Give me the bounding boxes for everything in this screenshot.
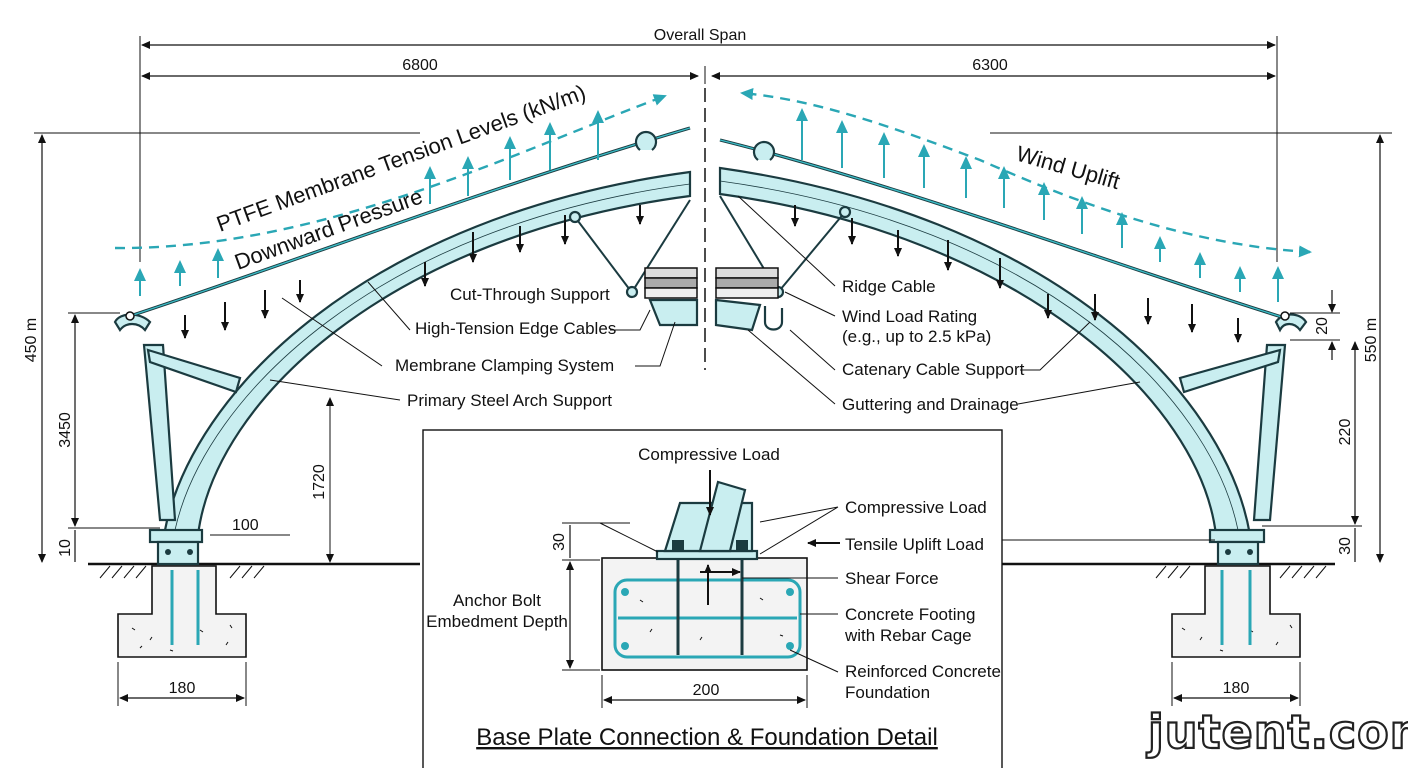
detail-tensile: Tensile Uplift Load — [845, 535, 984, 554]
primary-arch-label: Primary Steel Arch Support — [407, 391, 612, 410]
wind-rating-label-2: (e.g., up to 2.5 kPa) — [842, 327, 991, 346]
guttering-label: Guttering and Drainage — [842, 395, 1019, 414]
detail-compressive-right: Compressive Load — [845, 498, 987, 517]
left-span-dimension: 6800 — [141, 57, 706, 84]
overall-span-dimension: Overall Span — [139, 27, 1278, 262]
left-cut-through-section — [644, 267, 699, 327]
ground-line — [88, 562, 1335, 579]
detail-foundation-1: Reinforced Concrete — [845, 662, 1001, 681]
right-top-label: 20 — [1314, 317, 1331, 335]
detail-plate-dimension: 30 — [551, 533, 568, 551]
right-height-dimensions: 550 m 20 220 30 — [990, 132, 1392, 563]
detail-width-dimension: 200 — [693, 682, 720, 699]
cut-through-label: Cut-Through Support — [450, 285, 610, 304]
inner-height-label: 1720 — [311, 464, 328, 500]
detail-anchor-2: Embedment Depth — [426, 612, 568, 631]
left-footing-label: 180 — [169, 680, 196, 697]
right-column-label: 220 — [1337, 419, 1354, 446]
left-callouts: Cut-Through Support High-Tension Edge Ca… — [269, 281, 676, 410]
detail-footing-2: with Rebar Cage — [844, 626, 972, 645]
right-span-label: 6300 — [972, 57, 1008, 74]
left-edge-cable — [125, 126, 691, 321]
tension-level-curves — [114, 88, 1312, 258]
left-catenary-support — [568, 199, 691, 299]
clamping-label: Membrane Clamping System — [395, 356, 614, 375]
right-footing: 180 — [1171, 565, 1301, 706]
right-footing-label: 180 — [1223, 680, 1250, 697]
detail-anchor-1: Anchor Bolt — [453, 591, 541, 610]
right-base-label: 30 — [1337, 537, 1354, 555]
detail-compressive-top: Compressive Load — [638, 445, 780, 464]
right-height-label: 550 m — [1363, 318, 1380, 362]
catenary-label: Catenary Cable Support — [842, 360, 1025, 379]
right-edge-cable — [719, 138, 1290, 321]
left-height-dimensions: 450 m 3450 10 100 1720 — [23, 132, 420, 563]
right-column-strut — [1178, 313, 1308, 566]
ridge-cable-label: Ridge Cable — [842, 277, 936, 296]
right-span-dimension: 6300 — [711, 57, 1276, 80]
right-callouts: Ridge Cable Wind Load Rating (e.g., up t… — [737, 195, 1141, 414]
wind-rating-label-1: Wind Load Rating — [842, 307, 977, 326]
detail-footing-1: Concrete Footing — [845, 605, 975, 624]
overall-span-label: Overall Span — [654, 27, 747, 44]
left-uplift-arrows — [134, 110, 604, 296]
wind-uplift-label: Wind Uplift — [1014, 141, 1123, 194]
left-downward-arrows — [181, 205, 644, 339]
detail-shear: Shear Force — [845, 569, 939, 588]
right-cut-through-section — [714, 267, 784, 332]
edge-cables-label: High-Tension Edge Cables — [415, 319, 616, 338]
left-span-label: 6800 — [402, 57, 438, 74]
left-column-strut — [113, 313, 242, 566]
left-base-label: 10 — [57, 539, 74, 557]
foundation-detail-panel: Compressive Load Compressive Load Tensil… — [422, 429, 1003, 773]
left-primary-arch — [162, 170, 692, 537]
left-offset-label: 100 — [232, 517, 259, 534]
detail-title: Base Plate Connection & Foundation Detai… — [476, 724, 938, 751]
watermark: jutent.com — [1146, 705, 1408, 759]
detail-foundation-2: Foundation — [845, 683, 930, 702]
left-footing: 180 — [117, 565, 247, 706]
left-column-label: 3450 — [57, 412, 74, 448]
left-height-label: 450 m — [23, 318, 40, 362]
